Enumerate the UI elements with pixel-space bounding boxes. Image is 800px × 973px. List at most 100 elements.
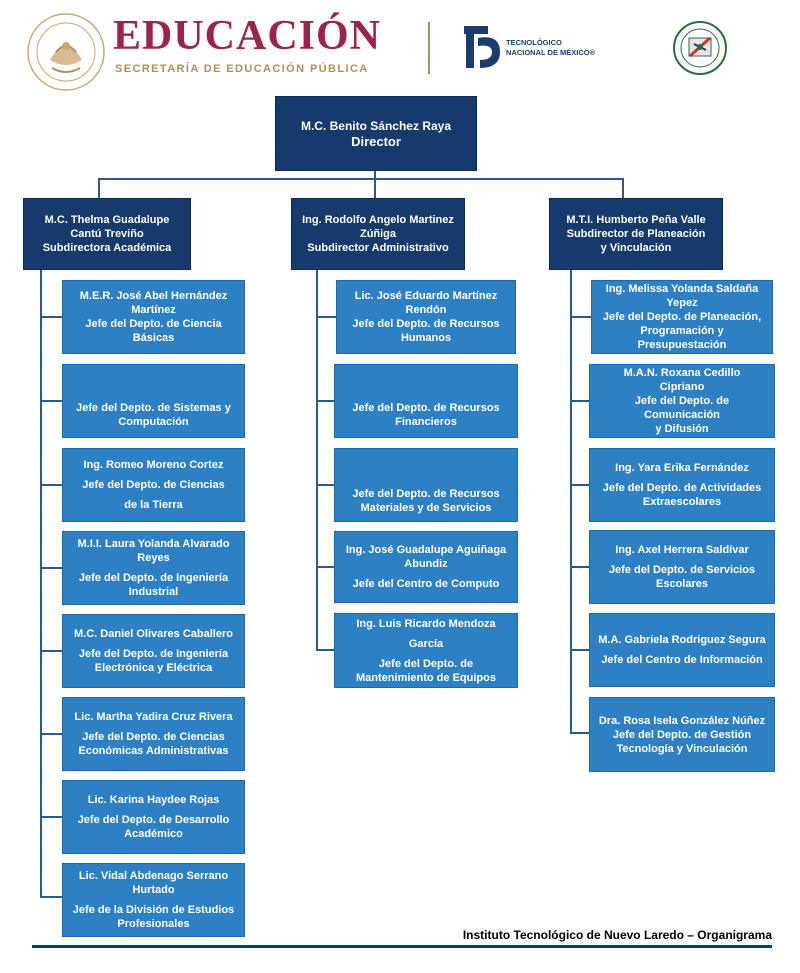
dept-role: Jefe del Depto. de Recursos <box>352 318 500 330</box>
dept-gestion-tecnologia-box: Dra. Rosa Isela González Núñez Jefe del … <box>589 697 775 772</box>
connector-administrativa-spine <box>316 270 318 650</box>
branch-administrativa-2 <box>316 400 336 402</box>
dept-role-cont: Mantenimiento de Equipos <box>356 671 496 684</box>
subdireccion-academica-box: M.C. Thelma Guadalupe Cantú Treviño Subd… <box>23 198 191 270</box>
dept-role: Jefe del Centro de Información <box>601 654 763 666</box>
dept-role-cont: Tecnología y Vinculación <box>616 742 748 755</box>
branch-academica-7 <box>40 816 62 818</box>
dept-role: Jefe del Depto. de Ingeniería <box>78 572 229 584</box>
branch-planeacion-5 <box>570 649 592 651</box>
dept-role: Jefe del Depto. de Servicios <box>608 564 756 576</box>
dept-role: Jefe del Depto. de Ciencia <box>85 318 222 330</box>
branch-planeacion-6 <box>570 732 592 734</box>
centro-informacion-box: M.A. Gabriela Rodriguez Segura Jefe del … <box>589 613 775 687</box>
branch-administrativa-4 <box>316 566 336 568</box>
dept-role-cont: Académico <box>124 828 183 840</box>
connector-academica-spine <box>40 270 42 897</box>
division-estudios-profesionales-box: Lic. Vidal Abdenago Serrano Hurtado Jefe… <box>62 863 245 937</box>
dept-head-name: Lic. Karina Haydee Rojas <box>87 794 220 806</box>
branch-academica-3 <box>40 484 62 486</box>
edu-title: EDUCACIÓN <box>113 13 382 59</box>
dept-role-cont: Financieros <box>395 416 457 428</box>
dept-role: Jefe del Depto. de Recursos <box>352 402 500 414</box>
director-role: Director <box>351 133 401 149</box>
dept-head-name-cont: Martínez <box>131 304 176 316</box>
centro-computo-box: Ing. José Guadalupe Aguiñaga Abundiz Jef… <box>334 531 518 603</box>
dept-head-name: M.I.I. Laura Yolanda Alvarado <box>77 538 230 550</box>
branch-academica-5 <box>40 650 62 652</box>
dept-head-name: M.A.N. Roxana Cedillo <box>623 367 741 379</box>
dept-role: Jefe del Depto. de <box>378 657 474 670</box>
dept-mantenimiento-equipos-box: Ing. Luis Ricardo Mendoza García Jefe de… <box>334 613 518 688</box>
tecnm-logo-icon <box>464 26 500 68</box>
dept-role-cont: Industrial <box>128 586 179 598</box>
branch-academica-8 <box>40 896 62 898</box>
connector-horizontal-top <box>98 178 624 180</box>
dept-desarrollo-academico-box: Lic. Karina Haydee Rojas Jefe del Depto.… <box>62 780 245 854</box>
dept-role-cont: de la Tierra <box>124 499 183 511</box>
dept-head-name-cont: Yepez <box>666 297 698 309</box>
dept-ciencias-tierra-box: Ing. Romeo Moreno Cortez Jefe del Depto.… <box>62 448 245 522</box>
dept-role: Jefe del Depto. de Actividades <box>602 482 762 494</box>
dept-head-name: Ing. Yara Erika Fernández <box>615 462 749 474</box>
branch-academica-6 <box>40 733 62 735</box>
dept-head-name: Lic. Martha Yadira Cruz Rivera <box>74 711 233 723</box>
head-name: M.T.I. Humberto Peña Valle <box>566 214 706 226</box>
dept-role-cont: Electrónica y Eléctrica <box>94 662 213 674</box>
dept-role: Jefe del Depto. de Desarrollo <box>77 814 230 826</box>
dept-role-cont: Computación <box>118 416 189 428</box>
dept-role-cont: Humanos <box>400 332 452 344</box>
dept-role: Jefe del Depto. de Ingeniería <box>78 648 229 660</box>
dept-role-cont: Programación y <box>640 325 724 337</box>
dept-role-cont: Materiales y de Servicios <box>360 502 492 514</box>
dept-electronica-electrica-box: M.C. Daniel Olivares Caballero Jefe del … <box>62 614 245 688</box>
dept-head-name-cont: Cipriano <box>659 381 705 393</box>
dept-role: Jefe del Centro de Computo <box>352 578 500 590</box>
dept-role: Jefe del Depto. de Ciencias <box>82 731 225 743</box>
branch-academica-4 <box>40 567 62 569</box>
subdireccion-administrativa-box: Ing. Rodolfo Angelo Martinez Zúñiga Subd… <box>291 198 465 270</box>
dept-head-name-cont: Reyes <box>137 552 170 564</box>
dept-role: Jefe del Depto. de Gestión <box>612 728 752 741</box>
dept-head-name: Ing. Romeo Moreno Cortez <box>83 459 224 471</box>
dept-actividades-extraescolares-box: Ing. Yara Erika Fernández Jefe del Depto… <box>589 448 775 522</box>
branch-administrativa-5 <box>316 649 336 651</box>
head-role: Subdirectora Académica <box>42 242 172 254</box>
connector-planeacion-spine <box>570 270 572 733</box>
dept-head-name: Ing. José Guadalupe Aguiñaga <box>345 544 507 556</box>
head-name-line2: Cantú Treviño <box>70 228 144 240</box>
dept-head-name: M.A. Gabriela Rodriguez Segura <box>598 634 766 646</box>
head-name-line1: M.C. Thelma Guadalupe <box>44 214 170 226</box>
dept-head-name: Lic. José Eduardo Martínez <box>354 290 498 302</box>
dept-head-name: Dra. Rosa Isela González Núñez <box>598 714 766 727</box>
footer-caption: Instituto Tecnológico de Nuevo Laredo – … <box>462 928 772 942</box>
dept-role: Jefe del Depto. de Recursos <box>352 488 500 500</box>
branch-planeacion-2 <box>570 400 592 402</box>
dept-economicas-administrativas-box: Lic. Martha Yadira Cruz Rivera Jefe del … <box>62 697 245 771</box>
dept-head-name: M.E.R. José Abel Hernández <box>79 290 228 302</box>
dept-head-name-cont: García <box>408 637 444 650</box>
footer-divider <box>32 945 772 948</box>
dept-role: Jefe de la División de Estudios <box>72 904 235 916</box>
dept-head-name-cont: Abundiz <box>404 558 448 570</box>
edu-subtitle: SECRETARÍA DE EDUCACIÓN PÚBLICA <box>115 63 369 75</box>
dept-role: Jefe del Depto. de Sistemas y <box>76 402 231 414</box>
dept-head-name-cont: Rendón <box>405 304 447 316</box>
director-box: M.C. Benito Sánchez Raya Director <box>275 96 477 171</box>
branch-planeacion-1 <box>570 316 592 318</box>
dept-servicios-escolares-box: Ing. Axel Herrera Saldívar Jefe del Dept… <box>589 530 775 604</box>
dept-sistemas-computacion-box: Jefe del Depto. de Sistemas y Computació… <box>62 364 245 438</box>
dept-role: Jefe del Depto. de Ciencias <box>82 479 225 491</box>
connector-to-academica <box>98 178 100 198</box>
head-name-line1: Ing. Rodolfo Angelo Martinez <box>302 214 454 226</box>
connector-to-planeacion <box>622 178 624 198</box>
mexico-seal-icon <box>27 13 105 91</box>
connector-director-down <box>374 171 376 179</box>
dept-planeacion-programacion-box: Ing. Melissa Yolanda Saldaña Yepez Jefe … <box>591 280 773 354</box>
branch-academica-1 <box>40 316 62 318</box>
director-name: M.C. Benito Sánchez Raya <box>300 118 452 133</box>
dept-head-name-cont: Hurtado <box>132 884 175 896</box>
connector-to-administrativa <box>374 178 376 198</box>
dept-head-name: Ing. Axel Herrera Saldívar <box>615 544 749 556</box>
dept-role-cont2: Presupuestación <box>637 339 727 351</box>
